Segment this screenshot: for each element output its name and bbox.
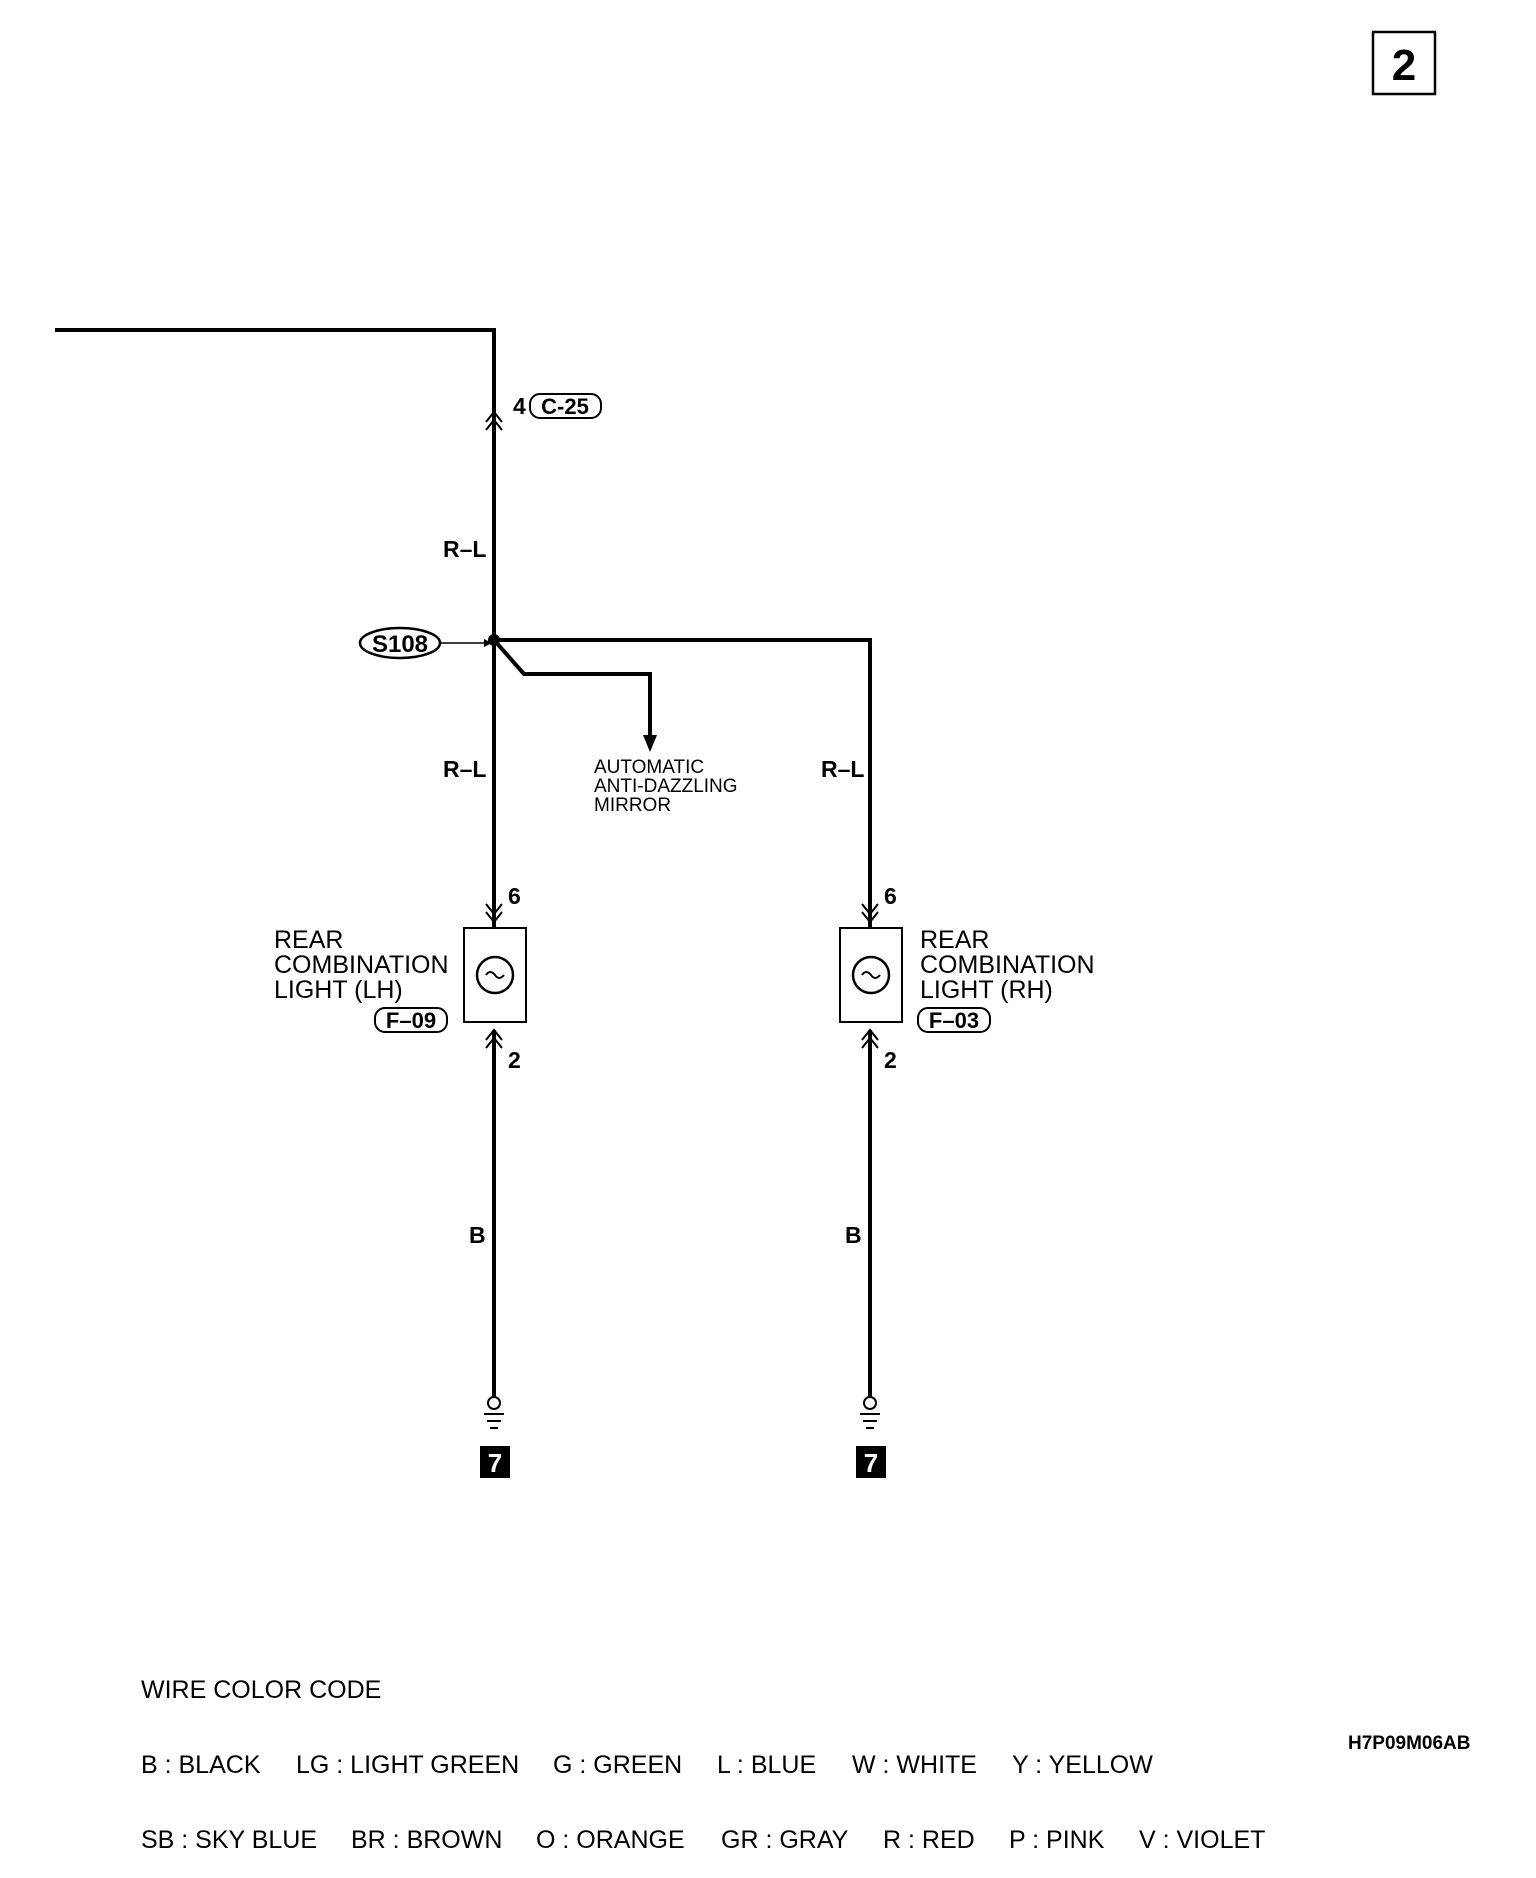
legend-row-2: SB : SKY BLUE BR : BROWN O : ORANGE GR :…: [141, 1828, 1265, 1853]
wiring-diagram: 2 S108 4 C-25 R–L R–L R–L B B AUTOMATIC …: [55, 30, 1437, 1478]
wire-mirror-branch: [492, 638, 652, 738]
mirror-line-3: MIRROR: [594, 795, 671, 816]
rh-label-3: LIGHT (RH): [920, 976, 1053, 1004]
ground-rh: 7: [856, 1396, 886, 1478]
lamp-bulb-icon: [475, 955, 515, 995]
ground-rh-number: 7: [864, 1448, 878, 1478]
mirror-arrow-icon: [643, 735, 657, 752]
wire-feed-top: [55, 328, 496, 640]
splice-s108: S108: [358, 626, 500, 660]
legend-title: WIRE COLOR CODE: [141, 1676, 382, 1704]
splice-label: S108: [372, 631, 428, 658]
lh-label-2: COMBINATION: [274, 951, 449, 979]
lh-label-3: LIGHT (LH): [274, 976, 403, 1004]
mirror-line-1: AUTOMATIC: [594, 757, 704, 778]
ground-lh: 7: [480, 1396, 510, 1478]
legend-item: Y : YELLOW: [1012, 1751, 1153, 1779]
page-number: 2: [1392, 41, 1416, 90]
lamp-bulb-icon: [851, 955, 891, 995]
mirror-destination: AUTOMATIC ANTI-DAZZLING MIRROR: [594, 757, 738, 816]
lh-connector-id: F–09: [386, 1008, 436, 1033]
legend-item: G : GREEN: [553, 1751, 683, 1779]
wires: [55, 328, 872, 1397]
legend-item: R : RED: [883, 1826, 975, 1854]
lh-pin-top: 6: [508, 883, 521, 909]
diagram-code: H7P09M06AB: [1348, 1733, 1471, 1754]
wire-label-left-ground: B: [469, 1222, 486, 1248]
legend-item: BR : BROWN: [351, 1826, 503, 1854]
legend-item: L : BLUE: [717, 1751, 817, 1779]
rear-combination-light-lh: 6 2 REAR COMBINATION LIGHT (LH) F–09: [274, 883, 527, 1073]
legend-item: SB : SKY BLUE: [141, 1826, 318, 1854]
legend-item: GR : GRAY: [721, 1826, 849, 1854]
connector-c25: 4 C-25: [485, 393, 602, 431]
legend-item: P : PINK: [1009, 1826, 1105, 1854]
lh-pin-bottom: 2: [508, 1047, 521, 1073]
wire-label-upper: R–L: [443, 536, 486, 562]
wire-rh-upper: [494, 638, 872, 928]
rh-connector-id: F–03: [929, 1008, 979, 1033]
wire-label-right-mid: R–L: [821, 756, 864, 782]
legend-item: B : BLACK: [141, 1751, 261, 1779]
rh-pin-bottom: 2: [884, 1047, 897, 1073]
connector-c25-pin: 4: [513, 393, 526, 419]
legend-item: O : ORANGE: [536, 1826, 685, 1854]
rh-label-2: COMBINATION: [920, 951, 1095, 979]
wire-label-right-ground: B: [845, 1222, 862, 1248]
rear-combination-light-rh: 6 2 REAR COMBINATION LIGHT (RH) F–03: [839, 883, 1095, 1073]
rh-label-1: REAR: [920, 926, 989, 954]
page-number-box: 2: [1371, 30, 1437, 96]
ground-lh-number: 7: [488, 1448, 502, 1478]
mirror-line-2: ANTI-DAZZLING: [594, 776, 738, 797]
legend-item: W : WHITE: [852, 1751, 977, 1779]
connector-c25-id: C-25: [541, 394, 589, 419]
rh-pin-top: 6: [884, 883, 897, 909]
legend-item: LG : LIGHT GREEN: [296, 1751, 520, 1779]
wire-label-left-mid: R–L: [443, 756, 486, 782]
legend-row-1: B : BLACK LG : LIGHT GREEN G : GREEN L :…: [141, 1753, 1265, 1778]
legend-item: V : VIOLET: [1139, 1826, 1266, 1854]
wire-color-legend: WIRE COLOR CODE B : BLACK LG : LIGHT GRE…: [141, 1628, 1265, 1878]
lh-label-1: REAR: [274, 926, 343, 954]
